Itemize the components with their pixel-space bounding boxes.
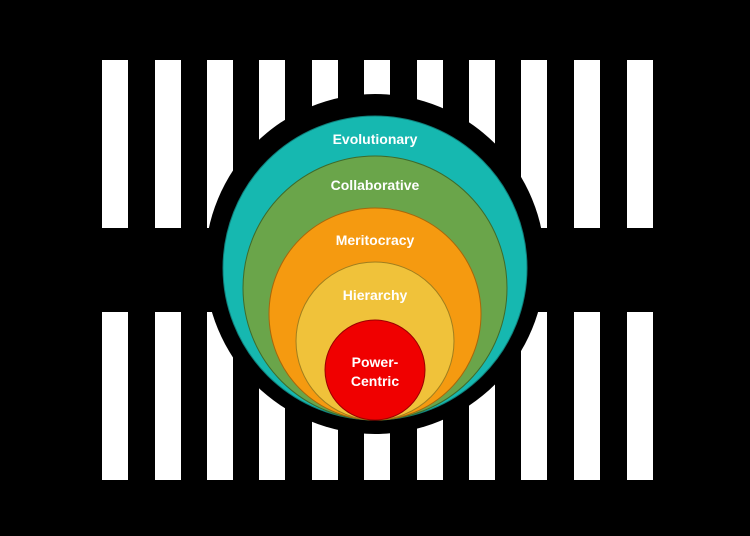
layer-power-centric-label-line1: Power- [352,354,399,370]
stripe [102,60,128,228]
stripe [155,312,181,480]
stripe [102,312,128,480]
layer-power-centric-label-line2: Centric [351,373,399,389]
layer-meritocracy-label: Meritocracy [336,232,415,248]
stripe [627,60,653,228]
layer-collaborative-label: Collaborative [331,177,420,193]
layer-evolutionary-label: Evolutionary [333,131,418,147]
stripe [574,312,600,480]
layer-power-centric-circle [324,319,426,421]
layer-hierarchy-label: Hierarchy [343,287,408,303]
stripe [155,60,181,228]
stripe [627,312,653,480]
stripe [574,60,600,228]
